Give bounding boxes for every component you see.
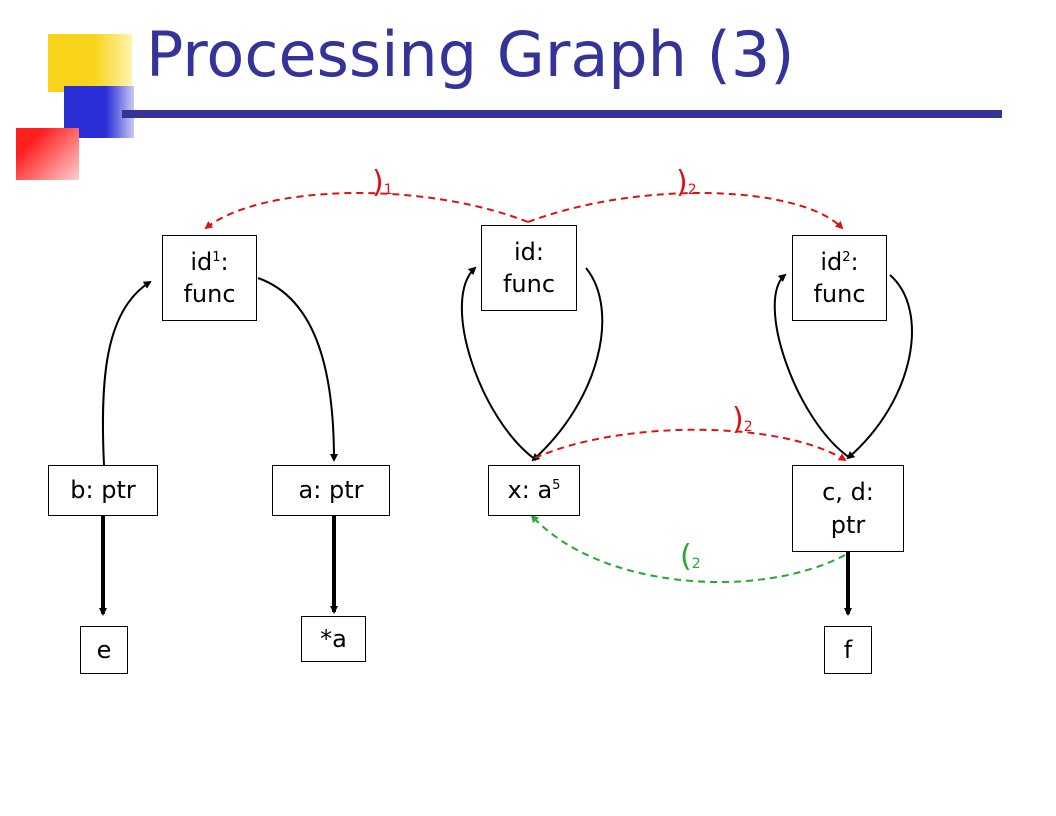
edge-id1-to-a <box>257 277 338 462</box>
edge-id2-to-cd <box>846 274 913 460</box>
node-id2-sup: 2 <box>842 249 851 265</box>
node-a-label: a: ptr <box>298 476 364 505</box>
edge-x-to-id <box>460 266 537 461</box>
label-close-paren-2-top-sub: 2 <box>687 182 697 198</box>
decor-red-square <box>16 128 79 180</box>
node-id2-line2: func <box>813 280 866 308</box>
edge-call-id-to-id2 <box>527 191 844 230</box>
node-f-label: f <box>843 635 853 664</box>
node-x-a5: x: a5 <box>488 465 580 516</box>
edge-cd-to-id2 <box>773 273 851 459</box>
edge-id-to-x <box>531 267 604 462</box>
node-b-ptr: b: ptr <box>48 465 158 516</box>
label-close-paren-2-mid-sub: 2 <box>743 419 753 435</box>
label-open-paren-2: (2 <box>680 542 701 572</box>
node-id1-func: id1: func <box>162 235 257 321</box>
node-id2-text: id <box>820 247 843 276</box>
label-close-paren-2-top: )2 <box>676 168 697 198</box>
node-star-a: *a <box>301 616 366 662</box>
node-star-a-label: *a <box>320 624 347 653</box>
label-close-paren-2-mid-paren: ) <box>732 402 744 437</box>
edge-return-cd-to-x <box>530 514 846 583</box>
node-cd-ptr: c, d: ptr <box>792 465 904 552</box>
label-close-paren-1: )1 <box>372 168 393 198</box>
node-e-label: e <box>96 635 112 664</box>
node-x-sup: 5 <box>552 478 561 494</box>
label-close-paren-1-paren: ) <box>372 165 384 200</box>
node-id2-colon: : <box>850 247 859 276</box>
label-close-paren-1-sub: 1 <box>383 182 393 198</box>
label-close-paren-2-top-paren: ) <box>676 165 688 200</box>
page-title: Processing Graph (3) <box>146 18 795 91</box>
label-open-paren-2-sub: 2 <box>691 556 701 572</box>
node-id1-sup: 1 <box>212 249 221 265</box>
node-cd-line2: ptr <box>830 510 866 539</box>
label-open-paren-2-paren: ( <box>680 539 692 574</box>
decor-yellow-square <box>48 34 132 92</box>
node-id1-text: id <box>190 247 213 276</box>
node-id-line2: func <box>502 270 556 298</box>
node-id2-func: id2: func <box>792 235 887 321</box>
node-id-func: id: func <box>481 225 577 311</box>
edge-call-id-to-id1 <box>204 191 529 230</box>
node-f: f <box>824 626 872 674</box>
node-a-ptr: a: ptr <box>272 465 390 516</box>
title-underline <box>122 110 1002 118</box>
node-id1-line2: func <box>183 280 236 308</box>
edge-call-x-to-cd <box>534 428 847 462</box>
node-id-line1: id: <box>513 237 544 266</box>
node-b-label: b: ptr <box>70 476 136 505</box>
edge-b-to-id1 <box>101 280 152 466</box>
label-close-paren-2-mid: )2 <box>732 405 753 435</box>
node-x-text: x: a <box>507 476 553 505</box>
node-e: e <box>80 626 128 674</box>
node-cd-line1: c, d: <box>822 478 874 507</box>
node-id1-colon: : <box>220 247 229 276</box>
